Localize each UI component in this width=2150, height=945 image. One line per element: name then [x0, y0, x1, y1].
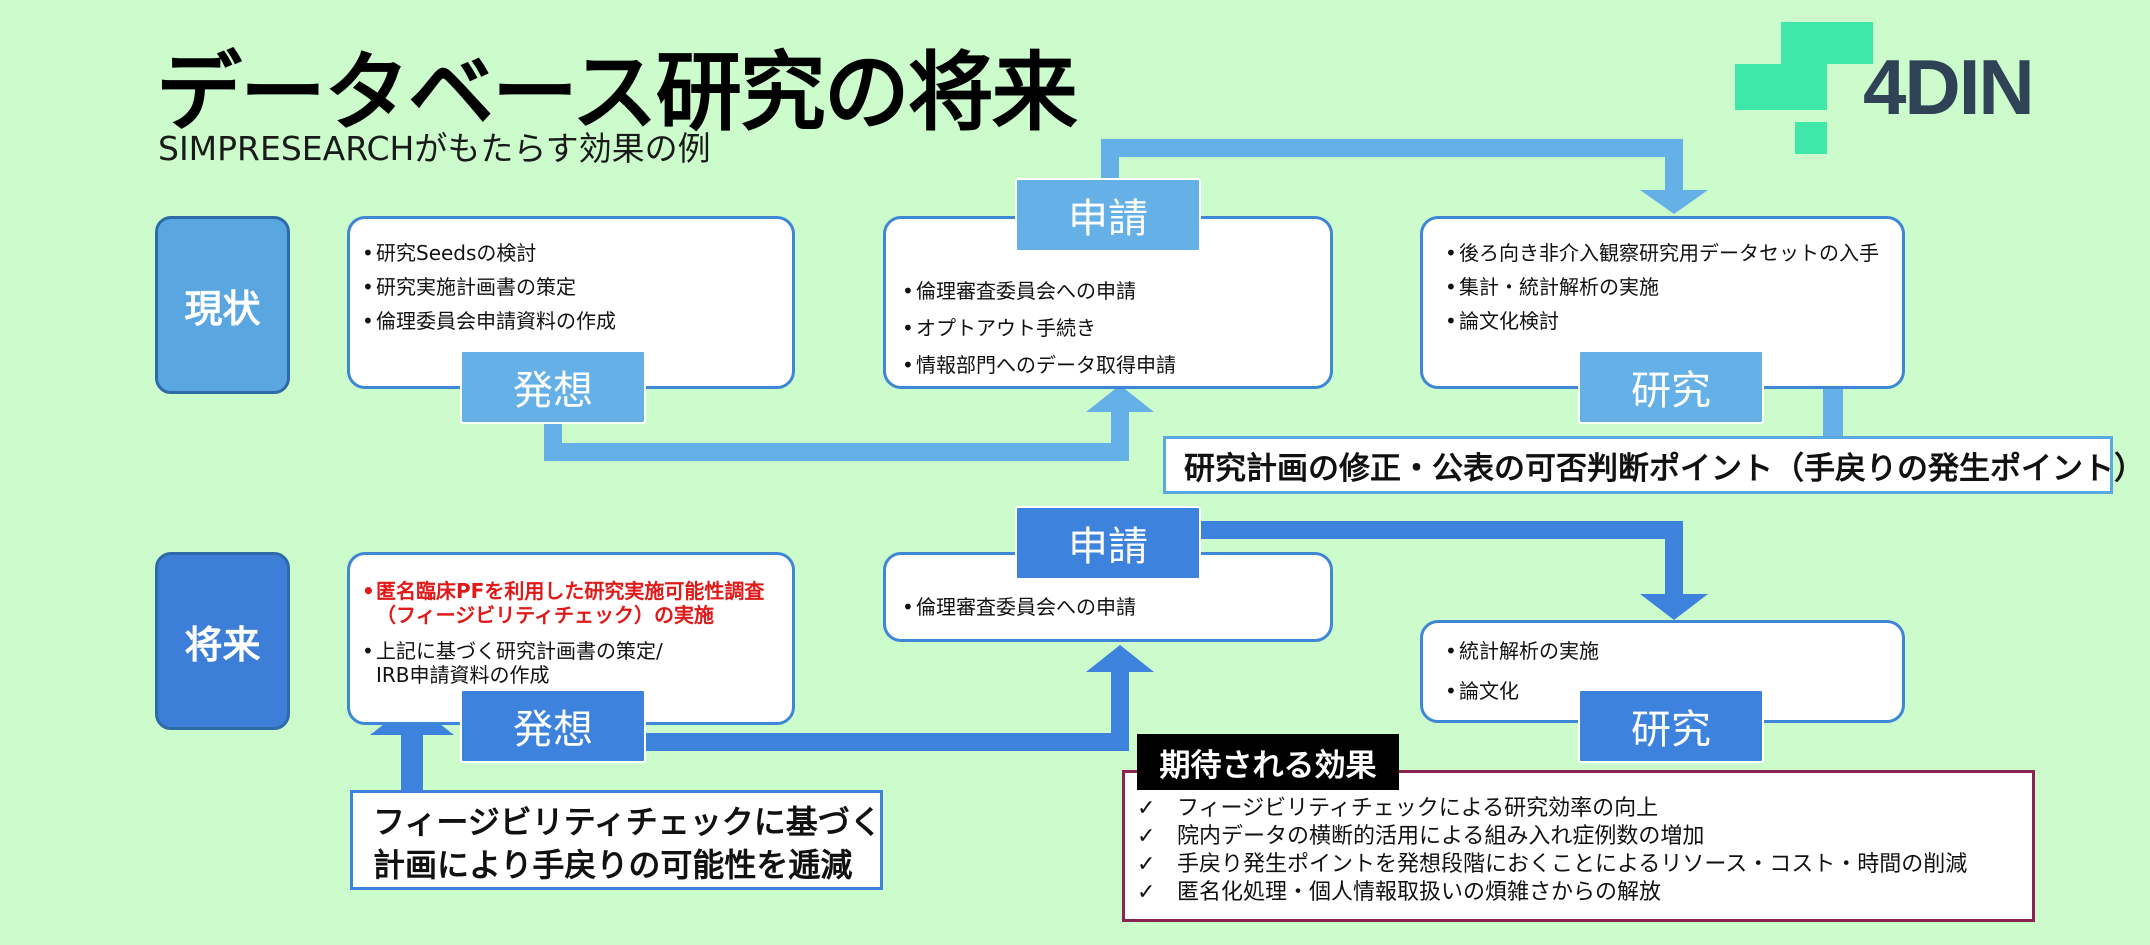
expected-effects-box: ✓ フィージビリティチェックによる研究効率の向上 ✓ 院内データの横断的活用による組…: [1122, 770, 2035, 922]
logo-mark: [1827, 22, 1873, 64]
now-rework-note: 研究計画の修正・公表の可否判断ポイント（手戻りの発生ポイント）: [1163, 436, 2145, 494]
arrow-now-apply-to-research: [1101, 139, 1683, 196]
future-idea-highlight-line: 匿名臨床PFを利用した研究実施可能性調査: [376, 579, 765, 603]
future-idea-item: 上記に基づく研究計画書の策定/ IRB申請資料の作成: [362, 639, 792, 687]
effect-item: ✓ 手戻り発生ポイントを発想段階におくことによるリソース・コスト・時間の削減: [1137, 851, 2032, 879]
arrow-now-apply-to-research-head: [1640, 190, 1708, 214]
arrow-future-apply-to-research: [1195, 521, 1683, 598]
logo-mark: [1735, 64, 1781, 110]
logo-mark: [1795, 122, 1827, 154]
now-apply-item: 情報部門へのデータ取得申請: [902, 353, 1330, 377]
now-apply-tag: 申請: [1015, 178, 1201, 252]
arrow-future-idea-to-apply: [645, 670, 1129, 751]
future-research-item: 統計解析の実施: [1445, 639, 1902, 663]
check-icon: ✓: [1137, 796, 1156, 821]
now-research-item: 後ろ向き非介入観察研究用データセットの入手: [1445, 241, 1902, 265]
check-icon: ✓: [1137, 880, 1156, 906]
expected-effects-title: 期待される効果: [1137, 734, 1399, 790]
page-title: データベース研究の将来: [156, 43, 1078, 143]
future-idea-highlight-item: 匿名臨床PFを利用した研究実施可能性調査 （フィージビリティチェック）の実施: [362, 579, 792, 627]
now-apply-item: オプトアウト手続き: [902, 316, 1330, 340]
future-note-line: 計画により手戻りの可能性を逓減: [373, 846, 853, 885]
arrow-now-idea-to-apply-head: [1086, 385, 1154, 412]
now-research-item: 論文化検討: [1445, 309, 1902, 333]
effect-text: 手戻り発生ポイントを発想段階におくことによるリソース・コスト・時間の削減: [1177, 852, 1968, 878]
logo-mark: [1781, 22, 1827, 64]
future-apply-tag: 申請: [1015, 506, 1201, 580]
arrow-now-idea-to-apply: [544, 410, 1129, 461]
future-idea-tag: 発想: [460, 689, 646, 763]
row-label-current: 現状: [155, 216, 290, 394]
now-research-tag: 研究: [1578, 350, 1764, 424]
effect-item: ✓ フィージビリティチェックによる研究効率の向上: [1137, 795, 2032, 823]
now-idea-item: 研究Seedsの検討: [362, 241, 792, 265]
page-subtitle: SIMPRESEARCHがもたらす効果の例: [158, 129, 711, 168]
future-research-item: 論文化: [1445, 679, 1902, 703]
future-idea-highlight-line: （フィージビリティチェック）の実施: [376, 603, 714, 627]
future-feasibility-note: フィージビリティチェックに基づく 計画により手戻りの可能性を逓減: [350, 790, 883, 890]
check-icon: ✓: [1137, 824, 1156, 850]
effect-text: 院内データの横断的活用による組み入れ症例数の増加: [1177, 824, 1705, 850]
arrow-future-note-up-shaft: [401, 735, 423, 793]
future-note-line: フィージビリティチェックに基づく: [373, 803, 882, 841]
effect-item: ✓ 匿名化処理・個人情報取扱いの煩雑さからの解放: [1137, 879, 2032, 907]
effect-text: 匿名化処理・個人情報取扱いの煩雑さからの解放: [1177, 880, 1662, 906]
logo-text: 4DIN: [1863, 43, 2035, 131]
effect-text: フィージビリティチェックによる研究効率の向上: [1177, 796, 1659, 821]
logo: 4DIN: [1735, 22, 2075, 162]
now-idea-item: 倫理委員会申請資料の作成: [362, 309, 792, 333]
now-research-item: 集計・統計解析の実施: [1445, 275, 1902, 299]
effect-item: ✓ 院内データの横断的活用による組み入れ症例数の増加: [1137, 823, 2032, 851]
row-label-future: 将来: [155, 552, 290, 730]
now-idea-item: 研究実施計画書の策定: [362, 275, 792, 299]
future-idea-item-line: 上記に基づく研究計画書の策定/: [376, 639, 663, 663]
now-apply-item: 倫理審査委員会への申請: [902, 279, 1330, 303]
now-idea-tag: 発想: [460, 350, 646, 424]
arrow-future-apply-to-research-head: [1640, 594, 1708, 620]
future-research-tag: 研究: [1578, 689, 1764, 763]
future-idea-item-line: IRB申請資料の作成: [376, 663, 550, 687]
arrow-future-idea-to-apply-head: [1086, 645, 1154, 672]
check-icon: ✓: [1137, 852, 1156, 878]
future-apply-item: 倫理審査委員会への申請: [902, 595, 1330, 619]
logo-mark: [1781, 64, 1827, 110]
